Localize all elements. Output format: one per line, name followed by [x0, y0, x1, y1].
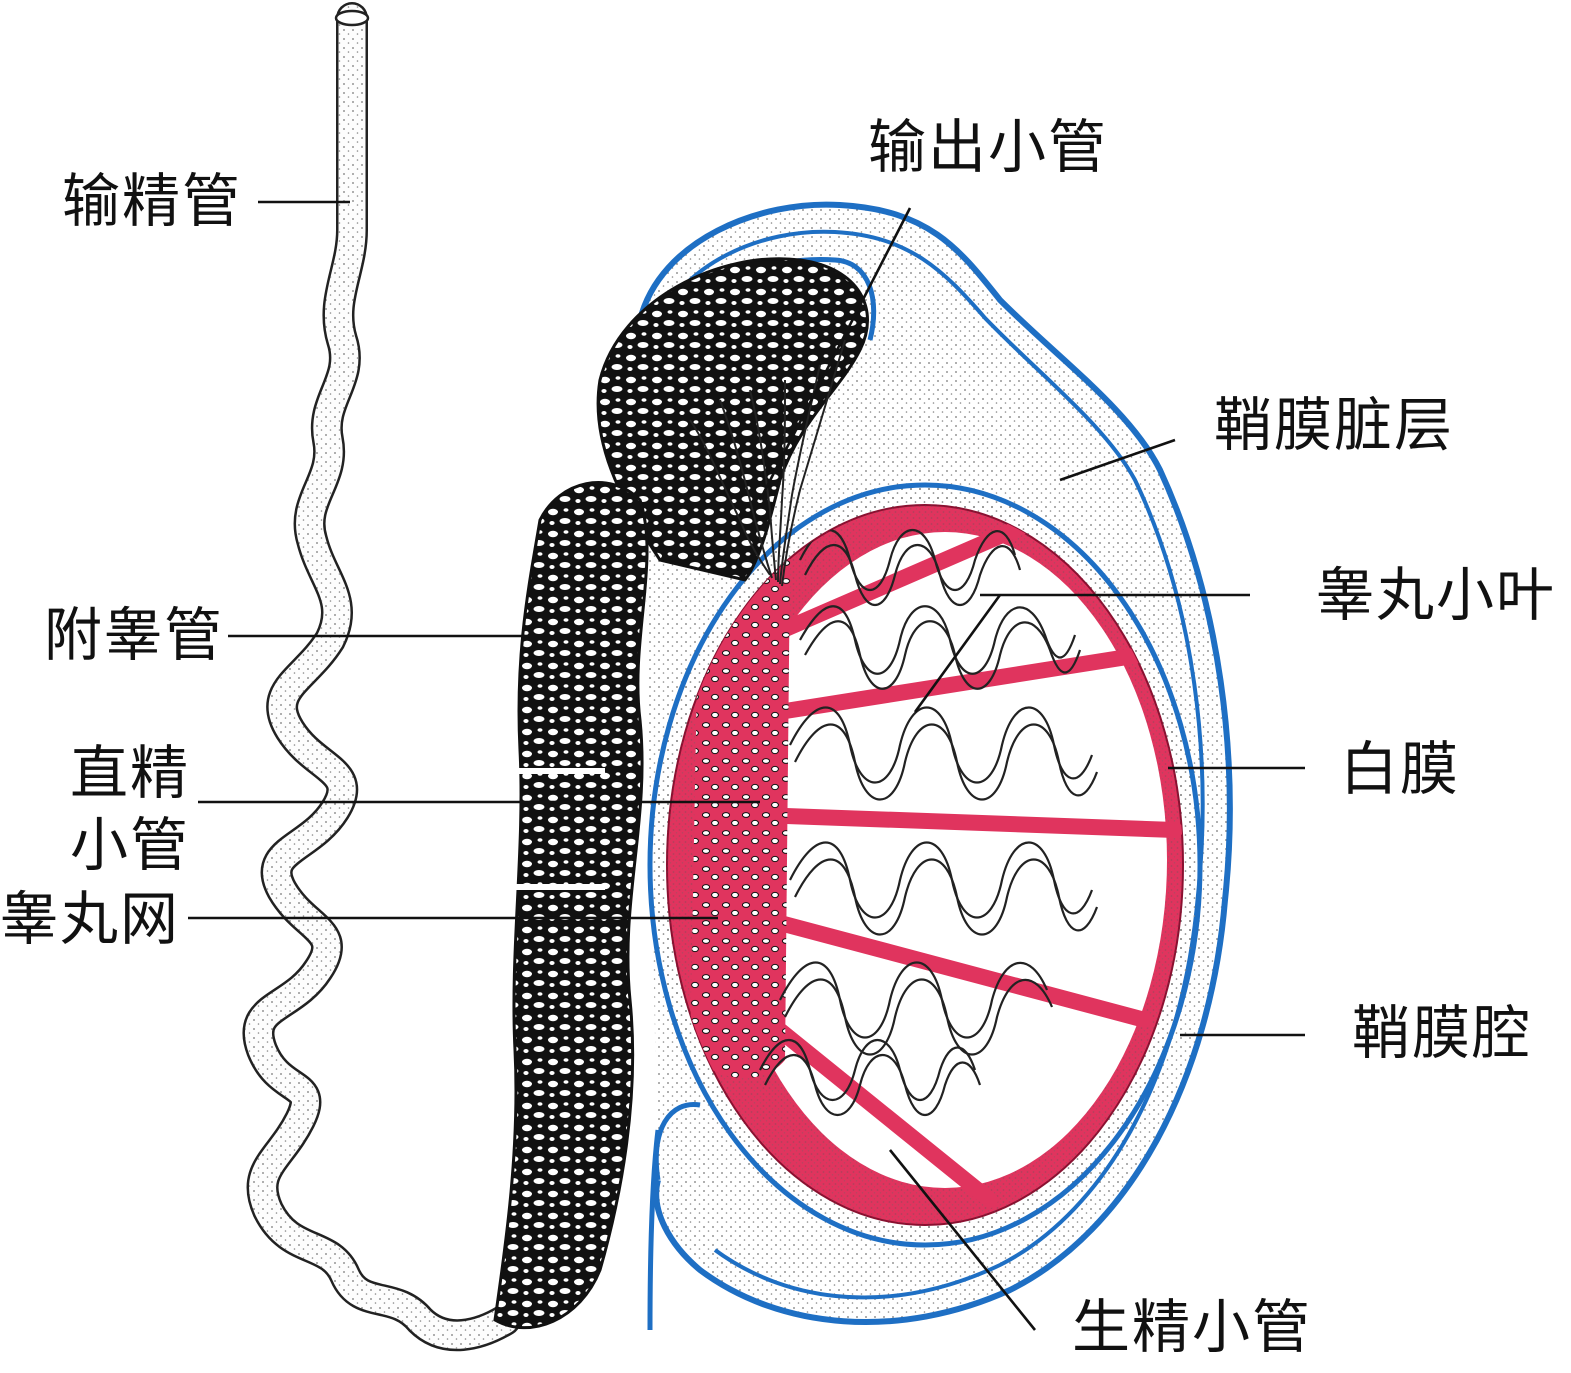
- label-tunica-albuginea: 白膜: [1340, 740, 1460, 798]
- label-seminiferous-tubule: 生精小管: [1072, 1298, 1312, 1356]
- label-visceral-tunica-vaginalis: 鞘膜脏层: [1214, 396, 1454, 454]
- label-tunica-vaginalis-cavity: 鞘膜腔: [1352, 1004, 1532, 1062]
- label-straight-tubule-line1: 直精: [70, 744, 190, 802]
- label-rete-testis: 睾丸网: [0, 890, 180, 948]
- label-testis-lobule: 睾丸小叶: [1316, 566, 1556, 624]
- label-straight-tubule-line2: 小管: [70, 816, 190, 874]
- testis: [650, 485, 1200, 1245]
- label-epididymal-duct: 附睾管: [44, 606, 224, 664]
- vas-deferens: [258, 11, 505, 1335]
- label-vas-deferens: 输精管: [62, 172, 242, 230]
- label-efferent-ductules: 输出小管: [868, 118, 1108, 176]
